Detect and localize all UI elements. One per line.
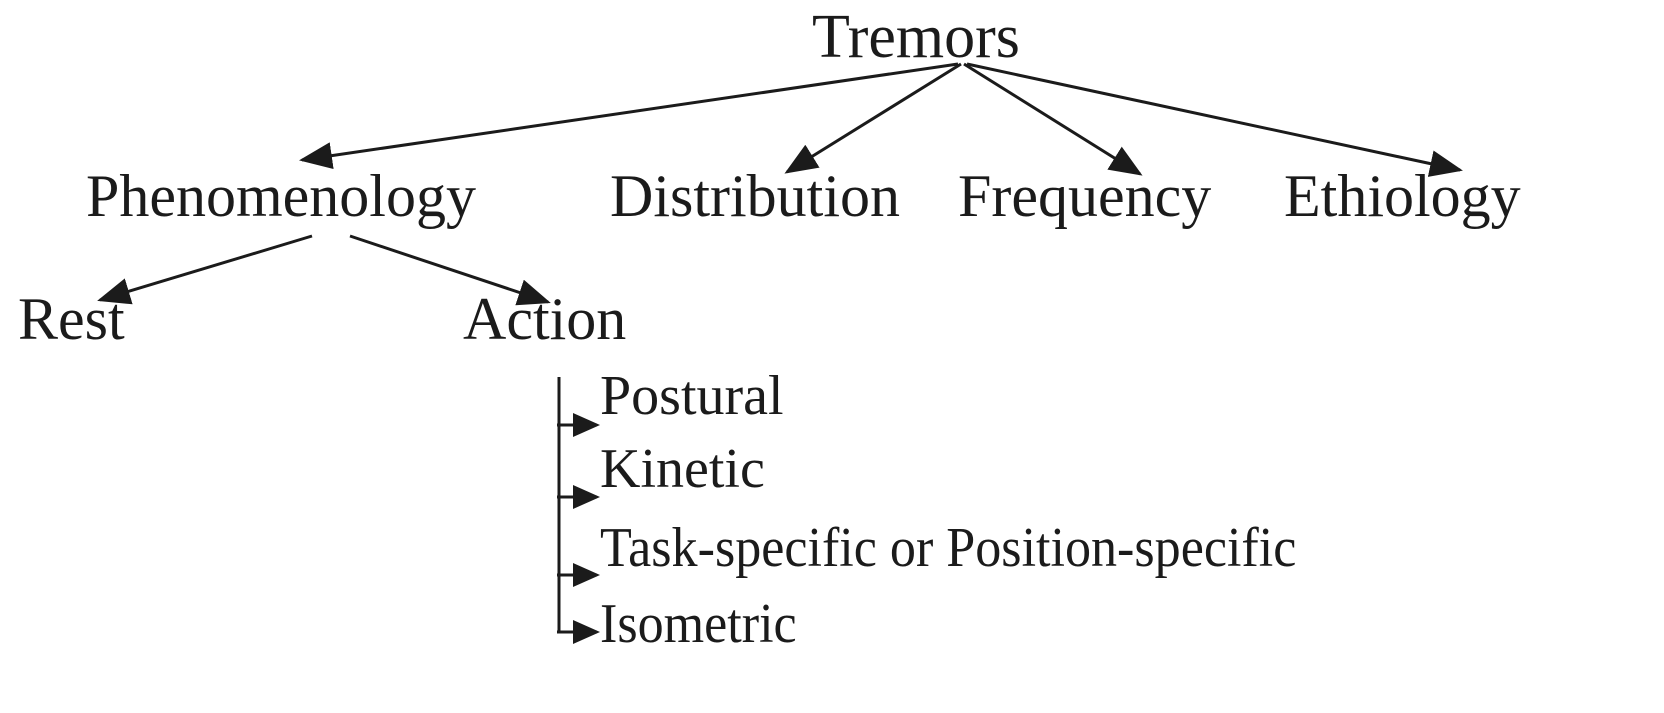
node-action: Action — [463, 286, 627, 352]
node-distribution: Distribution — [610, 163, 901, 229]
edge-tremors-ethiology — [966, 62, 1463, 177]
edge-phenomenology-rest — [97, 234, 313, 305]
node-ethiology: Ethiology — [1284, 163, 1521, 229]
node-task-specific-or-position-specific: Task-specific or Position-specific — [600, 517, 1297, 579]
node-tremors: Tremors — [812, 3, 1020, 71]
node-frequency: Frequency — [958, 163, 1212, 229]
edge-tremors-distribution — [784, 62, 962, 174]
node-rest: Rest — [18, 286, 125, 352]
node-phenomenology: Phenomenology — [86, 163, 476, 229]
node-postural: Postural — [600, 365, 784, 427]
node-kinetic: Kinetic — [600, 438, 765, 500]
edge-tremors-frequency — [963, 62, 1143, 176]
edge-tremors-phenomenology — [299, 62, 959, 170]
node-isometric: Isometric — [600, 593, 797, 655]
